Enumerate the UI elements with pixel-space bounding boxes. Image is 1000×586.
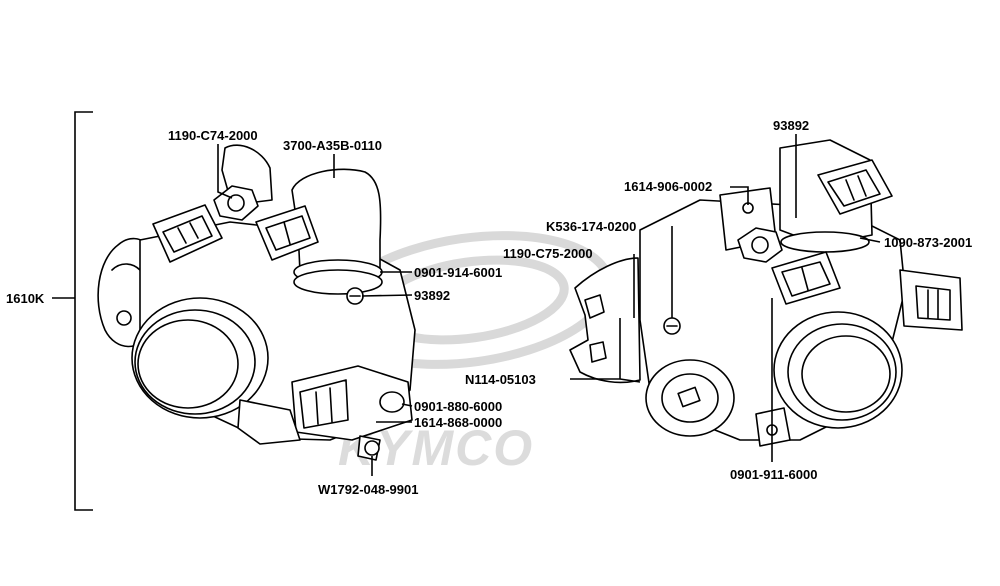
callout-1190-c75-2000: 1190-C75-2000 [503,246,593,261]
callout-1190-c74-2000: 1190-C74-2000 [168,128,258,143]
right-throttle-body [569,139,963,447]
callout-0901-914-6001: 0901-914-6001 [414,265,502,280]
callout-w1792-048-9901: W1792-048-9901 [318,482,418,497]
assembly-bracket [52,111,93,511]
left-throttle-body [97,144,416,461]
callout-1614-868-0000: 1614-868-0000 [414,415,502,430]
callout-3700-a35b-0110: 3700-A35B-0110 [283,138,382,153]
callout-93892-right: 93892 [773,118,809,133]
callout-0901-880-6000: 0901-880-6000 [414,399,502,414]
callout-1090-873-2001: 1090-873-2001 [884,235,972,250]
right-leader-lines [570,134,881,462]
callout-93892-left: 93892 [414,288,450,303]
left-leader-lines [217,144,413,476]
assembly-label: 1610K [6,291,45,306]
callout-k536-174-0200: K536-174-0200 [546,219,636,234]
callout-n114-05103: N114-05103 [465,372,536,387]
callout-1614-906-0002: 1614-906-0002 [624,179,712,194]
callout-0901-911-6000: 0901-911-6000 [730,467,817,482]
